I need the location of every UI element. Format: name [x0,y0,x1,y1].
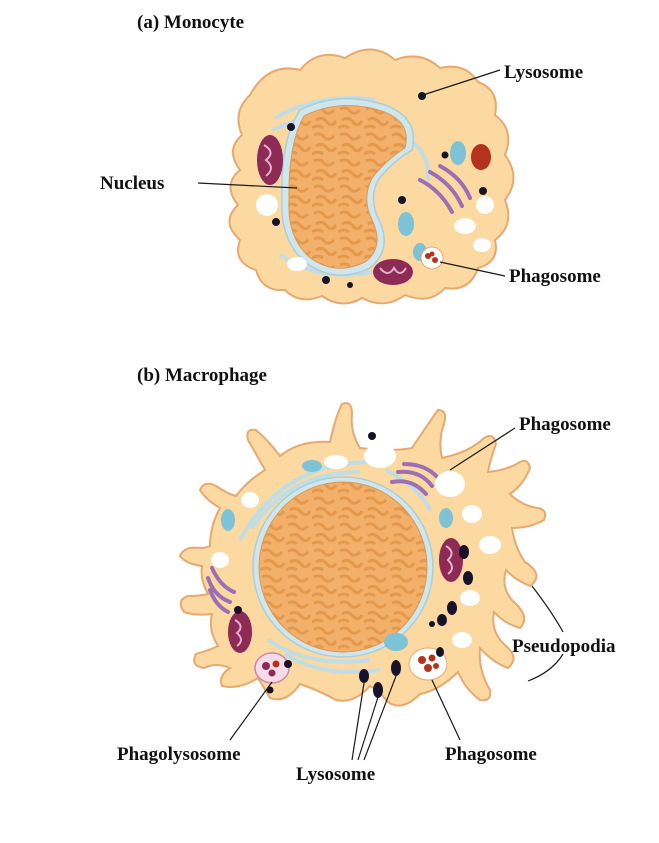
monocyte-vacuole [256,194,278,216]
macrophage-lysosome-label: Lysosome [296,764,375,785]
phagosome-bottom-leader [432,680,460,740]
monocyte-vacuole [287,257,307,271]
monocyte-phagosome [471,144,491,170]
phagolysosome-leader [230,682,272,740]
monocyte-vesicle [398,212,414,236]
macrophage-mitochondrion [228,611,252,653]
monocyte-lysosome-label: Lysosome [504,62,583,83]
macrophage-vacuole [364,444,396,468]
macrophage-nucleus [259,482,427,652]
pseudopodia-leader-a [532,586,563,632]
pseudopodia-leader-b [528,654,563,681]
monocyte-vacuole [476,196,494,214]
macrophage-vacuole [452,632,472,648]
monocyte-mitochondrion [257,135,283,185]
monocyte-phagosome [421,247,443,269]
macrophage-title: (b) Macrophage [137,365,267,386]
macrophage-phagosome-top-label: Phagosome [519,414,611,435]
monocyte-vacuole [473,238,491,252]
macrophage-vacuole [479,536,501,554]
macrophage-panel: (b) Macrophage [117,365,616,785]
phagolysosome-label: Phagolysosome [117,744,241,765]
monocyte-phagosome-label: Phagosome [509,266,601,287]
macrophage-vacuole [435,471,465,497]
monocyte-mitochondrion [373,259,413,285]
macrophage-vacuole [324,455,348,469]
macrophage-vesicle [302,460,322,472]
macrophage-vesicle [221,509,235,531]
macrophage-vesicle [384,633,408,651]
monocyte-title: (a) Monocyte [137,12,244,33]
macrophage-vacuole [211,552,229,568]
macrophage-vacuole [460,590,480,606]
monocyte-panel: (a) Monocyte [100,12,601,304]
pseudopodia-label: Pseudopodia [512,636,616,657]
macrophage-vesicle [439,508,453,528]
monocyte-vesicle [450,141,466,165]
monocyte-vacuole [454,218,476,234]
macrophage-mitochondrion [439,538,463,582]
monocyte-nucleus-label: Nucleus [100,173,164,194]
macrophage-phagosome-bottom-label: Phagosome [445,744,537,765]
macrophage-vacuole [462,505,482,523]
macrophage-vacuole [241,492,259,508]
phagolysosome [255,653,289,683]
